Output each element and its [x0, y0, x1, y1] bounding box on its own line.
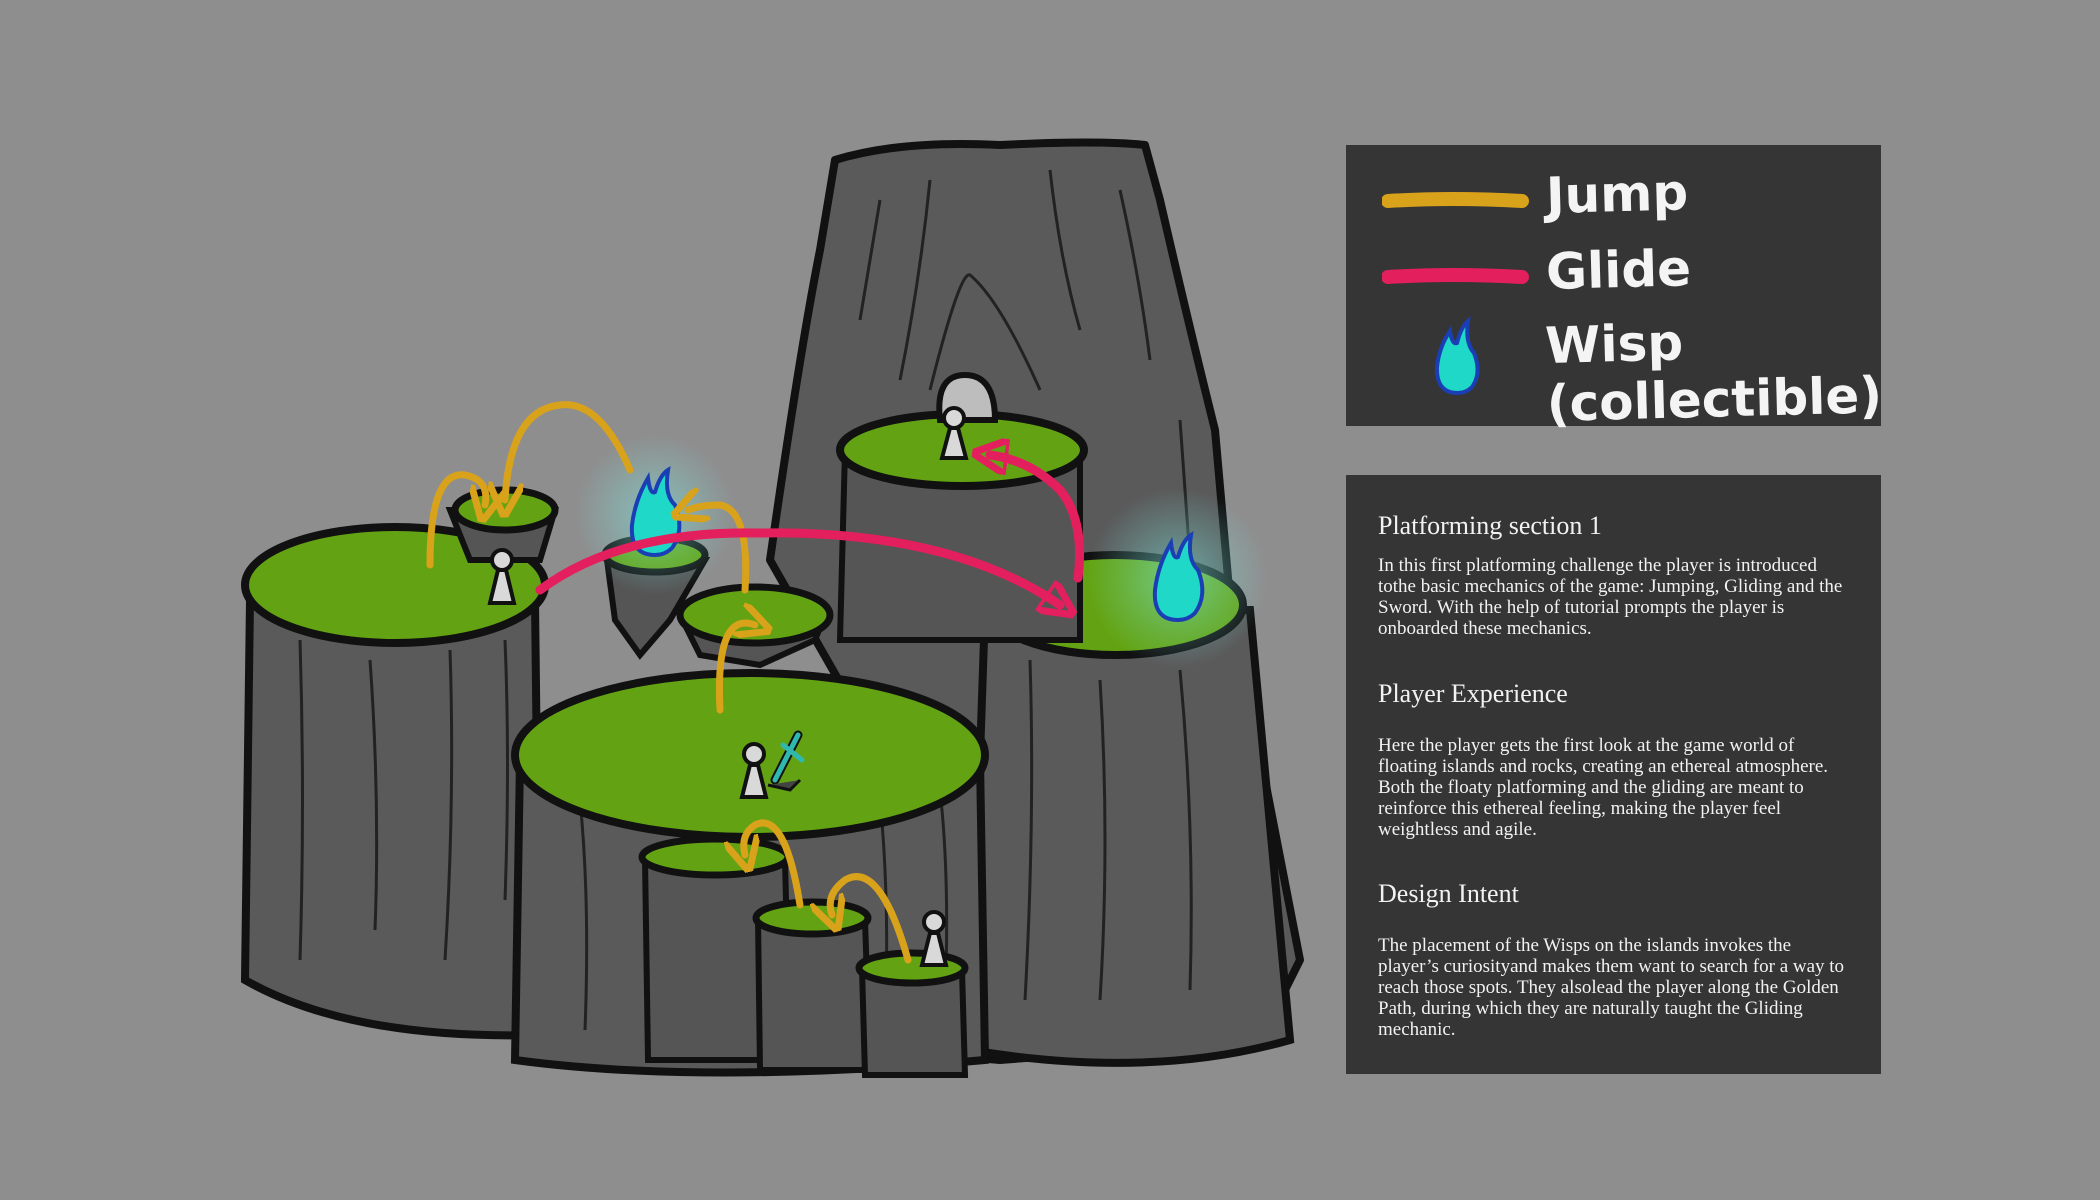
yellow-line	[1382, 192, 1529, 208]
player-figure	[939, 406, 969, 460]
player-figure	[739, 742, 769, 799]
legend-label: Glide	[1545, 239, 1692, 301]
player-figure	[919, 910, 949, 967]
section-player-experience: Player Experience Here the player gets t…	[1378, 679, 1851, 840]
player-figure	[487, 548, 517, 605]
legend-item: Wisp (collectible)	[1346, 309, 1883, 433]
glide-paths	[535, 455, 1085, 605]
section-body: In this first platforming challenge the …	[1378, 555, 1843, 639]
section-title: Player Experience	[1378, 679, 1568, 708]
wisp-icon	[575, 435, 735, 595]
sword-icon	[767, 730, 805, 792]
wisp-icon	[1088, 488, 1268, 668]
section-title: Design Intent	[1378, 879, 1519, 908]
info-panel: Platforming section 1 In this first plat…	[1346, 475, 1881, 1074]
section-body: Here the player gets the first look at t…	[1378, 735, 1829, 840]
level-illustration	[240, 138, 1304, 1078]
step-platform-2	[752, 898, 874, 1073]
legend-label: Jump	[1545, 163, 1689, 225]
legend-item: Jump	[1346, 159, 1881, 229]
section-title: Platforming section 1	[1378, 511, 1602, 540]
jump-paths	[426, 401, 912, 964]
legend-item: Glide	[1346, 235, 1881, 305]
pink-line	[1382, 268, 1529, 284]
left-pillar	[240, 523, 549, 1040]
section-body: The placement of the Wisps on the island…	[1378, 935, 1845, 1040]
legend-label: Wisp (collectible)	[1544, 313, 1883, 433]
step-platform-3	[855, 949, 969, 1078]
section-design-intent: Design Intent The placement of the Wisps…	[1378, 879, 1851, 1040]
wisp-flame-icon	[1434, 316, 1480, 396]
section-intro: Platforming section 1 In this first plat…	[1378, 511, 1851, 639]
